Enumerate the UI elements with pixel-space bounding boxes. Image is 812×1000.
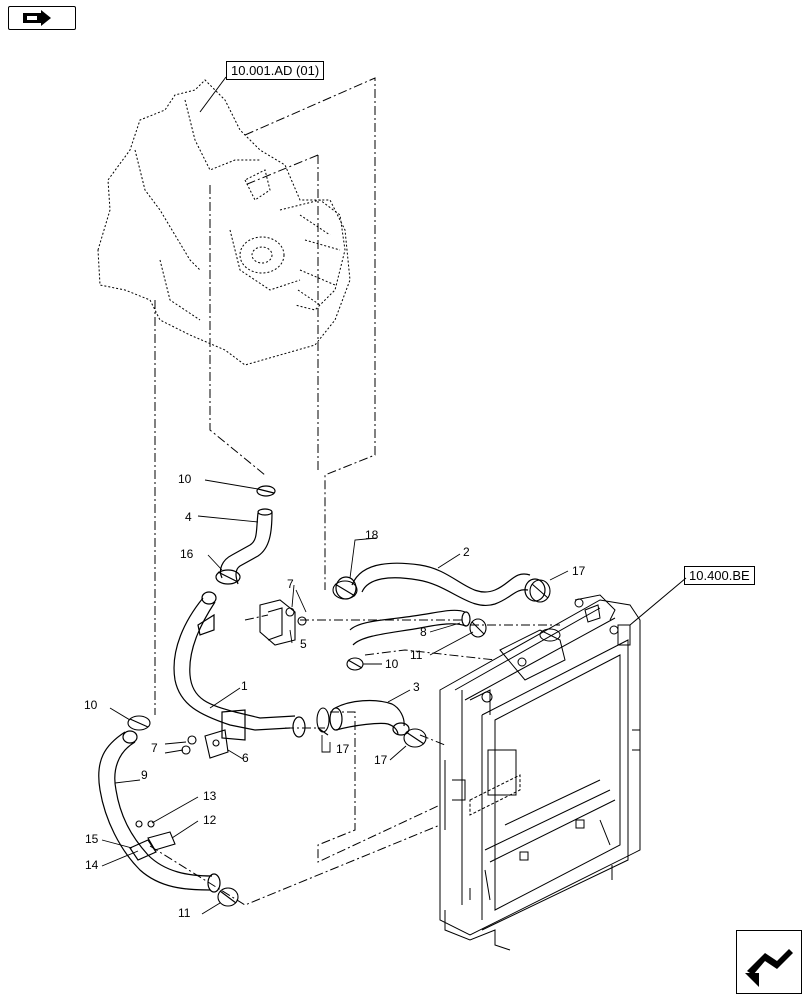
callout-17-mid[interactable]: 17 <box>336 742 350 756</box>
callout-11-low[interactable]: 11 <box>178 906 191 920</box>
engine-reference-label[interactable]: 10.001.AD (01) <box>226 61 325 80</box>
reference-lines <box>149 77 560 906</box>
callout-5[interactable]: 5 <box>300 637 307 651</box>
callout-13[interactable]: 13 <box>203 789 217 803</box>
clamp-17-top <box>529 579 551 603</box>
callout-3[interactable]: 3 <box>413 680 420 694</box>
bracket-6 <box>181 729 229 759</box>
clamp-17-mid <box>316 707 330 736</box>
callout-7-low[interactable]: 7 <box>151 741 158 755</box>
callout-12[interactable]: 12 <box>203 813 217 827</box>
callout-10-left[interactable]: 10 <box>84 698 98 712</box>
callout-11-mid[interactable]: 11 <box>410 648 423 662</box>
hose-2 <box>335 562 546 646</box>
callout-14[interactable]: 14 <box>85 858 99 872</box>
hose-9 <box>98 730 221 893</box>
bracket-5 <box>259 599 307 646</box>
clamp-10-right <box>346 657 364 671</box>
hose-4 <box>219 485 276 585</box>
callout-10-top[interactable]: 10 <box>178 472 192 486</box>
clamp-10-left <box>127 715 151 731</box>
callout-17-low[interactable]: 17 <box>374 753 388 767</box>
callout-15[interactable]: 15 <box>85 832 99 846</box>
callout-17-top[interactable]: 17 <box>572 564 586 578</box>
bracket-12 <box>135 820 176 851</box>
hose-3 <box>329 699 410 736</box>
callout-leaders <box>101 479 569 915</box>
radiator-reference-label[interactable]: 10.400.BE <box>684 566 755 585</box>
callout-4[interactable]: 4 <box>185 510 192 524</box>
clamp-17-low <box>403 728 427 748</box>
callout-18[interactable]: 18 <box>365 528 379 542</box>
callout-9[interactable]: 9 <box>141 768 148 782</box>
clamp-11-low <box>217 887 239 907</box>
callout-16[interactable]: 16 <box>180 547 194 561</box>
callout-1[interactable]: 1 <box>241 679 248 693</box>
clamp-11-mid <box>469 618 487 638</box>
callout-7-top[interactable]: 7 <box>287 577 294 591</box>
forward-nav-icon[interactable] <box>8 6 76 30</box>
callout-2[interactable]: 2 <box>463 545 470 559</box>
callout-8[interactable]: 8 <box>420 625 427 639</box>
radiator-assembly <box>439 594 641 951</box>
clamp-18 <box>332 580 358 600</box>
callout-6[interactable]: 6 <box>242 751 249 765</box>
clamp-16 <box>215 569 241 585</box>
callout-10-mid[interactable]: 10 <box>385 657 399 671</box>
return-nav-icon[interactable] <box>736 930 802 994</box>
engine-outline <box>97 79 351 366</box>
hose-1 <box>173 591 306 741</box>
